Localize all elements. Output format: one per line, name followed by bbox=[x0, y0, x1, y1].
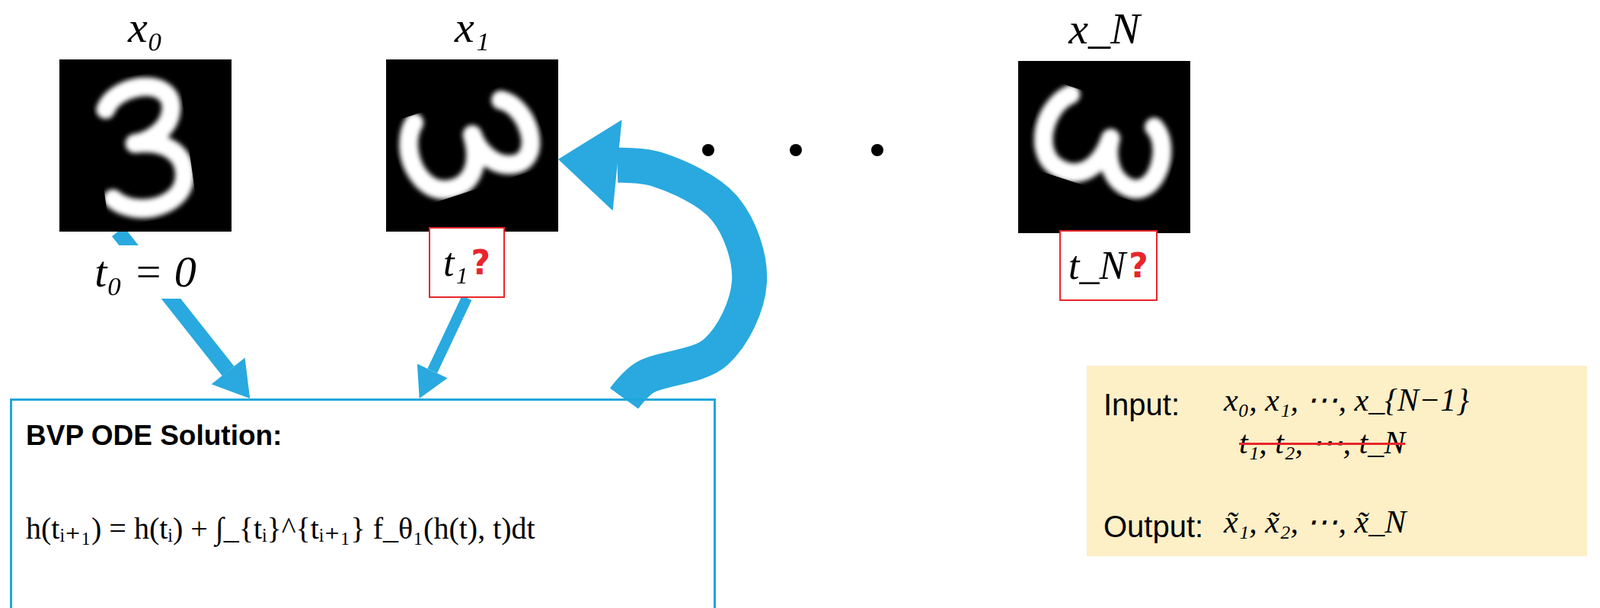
ode-formula: h(tᵢ₊₁) = h(tᵢ) + ∫_{tᵢ}^{tᵢ₊₁} f_θ₁(h(t… bbox=[12, 452, 714, 549]
digit-image bbox=[386, 59, 559, 232]
digit-stroke bbox=[1034, 89, 1173, 199]
unknown-time-box: t₁? bbox=[428, 226, 505, 298]
arrow-shaft bbox=[432, 297, 467, 371]
digit-image bbox=[59, 59, 232, 232]
ellipsis-dot bbox=[871, 143, 884, 157]
text-slot: t₀ = 0 bbox=[28, 245, 262, 299]
arrow-shaft bbox=[617, 165, 751, 399]
ellipsis-dot bbox=[789, 143, 802, 157]
text-slot: BVP ODE Solution: bbox=[12, 400, 714, 453]
text-slot: ? bbox=[1128, 244, 1149, 288]
sample-label: x₀ bbox=[127, 0, 163, 55]
io-label: Output: bbox=[1103, 507, 1204, 546]
io-label: Input: bbox=[1103, 385, 1180, 424]
text-slot: x₀ bbox=[28, 0, 262, 57]
flow-arrow bbox=[558, 119, 750, 399]
text-slot: x̃₁, x̃₂, ⋯, x̃_N bbox=[1223, 502, 1406, 541]
text-slot: t₁ bbox=[443, 239, 469, 286]
digit-stroke bbox=[98, 82, 189, 213]
sample-label: x₁ bbox=[454, 0, 490, 55]
text-slot: t₁, t₂, ⋯, t_N bbox=[1239, 423, 1406, 462]
time-label: t₁ bbox=[443, 239, 469, 286]
unknown-time-box: t_N? bbox=[1059, 229, 1158, 301]
time-label: t₀ = 0 bbox=[89, 245, 201, 299]
arrow-head bbox=[211, 357, 251, 399]
sample-label: x_N bbox=[1068, 1, 1140, 57]
mnist-frame: x₀t₀ = 0 bbox=[59, 59, 232, 232]
text-slot: x_N bbox=[987, 1, 1221, 58]
text-slot: Output: bbox=[1103, 507, 1204, 546]
mnist-frame: x_N bbox=[1018, 60, 1191, 234]
text-slot: x₁ bbox=[355, 0, 589, 57]
question-mark: ? bbox=[471, 241, 492, 285]
io-sequence: x₀, x₁, ⋯, x_{N−1} bbox=[1223, 380, 1470, 419]
ellipsis-dot bbox=[702, 143, 715, 157]
digit-image bbox=[1018, 60, 1191, 234]
text-slot: x₀, x₁, ⋯, x_{N−1} bbox=[1223, 380, 1470, 419]
bvp-solution-box: BVP ODE Solution:h(tᵢ₊₁) = h(tᵢ) + ∫_{tᵢ… bbox=[9, 398, 716, 608]
arrow-head bbox=[417, 363, 448, 399]
text-slot: h(tᵢ₊₁) = h(tᵢ) + ∫_{tᵢ}^{tᵢ₊₁} f_θ₁(h(t… bbox=[12, 452, 714, 549]
text-slot: Input: bbox=[1103, 385, 1180, 424]
text-slot: t_N bbox=[1068, 242, 1126, 289]
question-mark: ? bbox=[1128, 244, 1149, 288]
digit-stroke bbox=[400, 89, 540, 199]
io-panel: Input: x₀, x₁, ⋯, x_{N−1} t₁, t₂, ⋯, t_N Ou… bbox=[1086, 365, 1588, 556]
arrow-head bbox=[558, 119, 623, 211]
io-sequence: x̃₁, x̃₂, ⋯, x̃_N bbox=[1223, 502, 1406, 541]
time-label: t_N bbox=[1068, 242, 1126, 289]
flow-arrow bbox=[417, 297, 467, 399]
panel-title: BVP ODE Solution: bbox=[12, 400, 714, 453]
text-slot: ? bbox=[471, 241, 492, 285]
struck-sequence: t₁, t₂, ⋯, t_N bbox=[1239, 423, 1406, 462]
mnist-frame: x₁ bbox=[386, 59, 559, 232]
